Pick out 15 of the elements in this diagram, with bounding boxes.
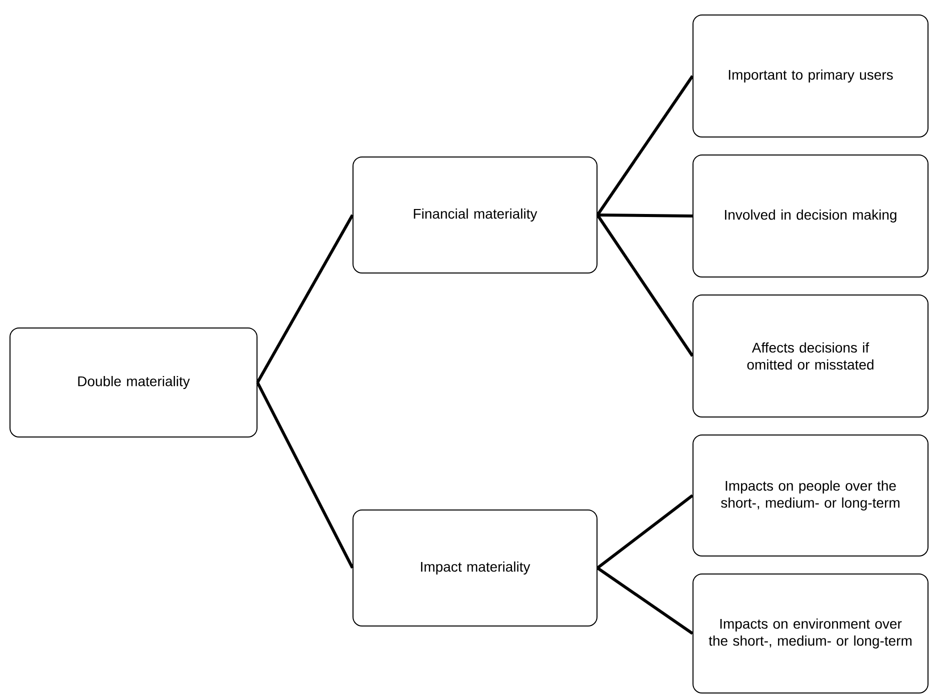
connector-line (596, 566, 694, 635)
connector-line (596, 75, 694, 216)
process-box: Impacts on environment over the short-, medium- or long-term (692, 574, 928, 694)
process-box: Affects decisions if omitted or misstated (692, 294, 928, 418)
process-box: Involved in decision making (692, 154, 928, 278)
connector-line (256, 382, 354, 569)
process-box: Important to primary users (692, 14, 928, 138)
connector-line (598, 214, 693, 218)
process-box: Financial materiality (352, 156, 598, 274)
process-box: Impacts on people over the short-, medium- or long-term (692, 434, 928, 556)
process-box: Impact materiality (352, 510, 598, 626)
connector-line (256, 214, 354, 384)
connector-line (596, 494, 694, 570)
process-box: Double materiality (10, 328, 258, 438)
connector-line (596, 214, 694, 357)
